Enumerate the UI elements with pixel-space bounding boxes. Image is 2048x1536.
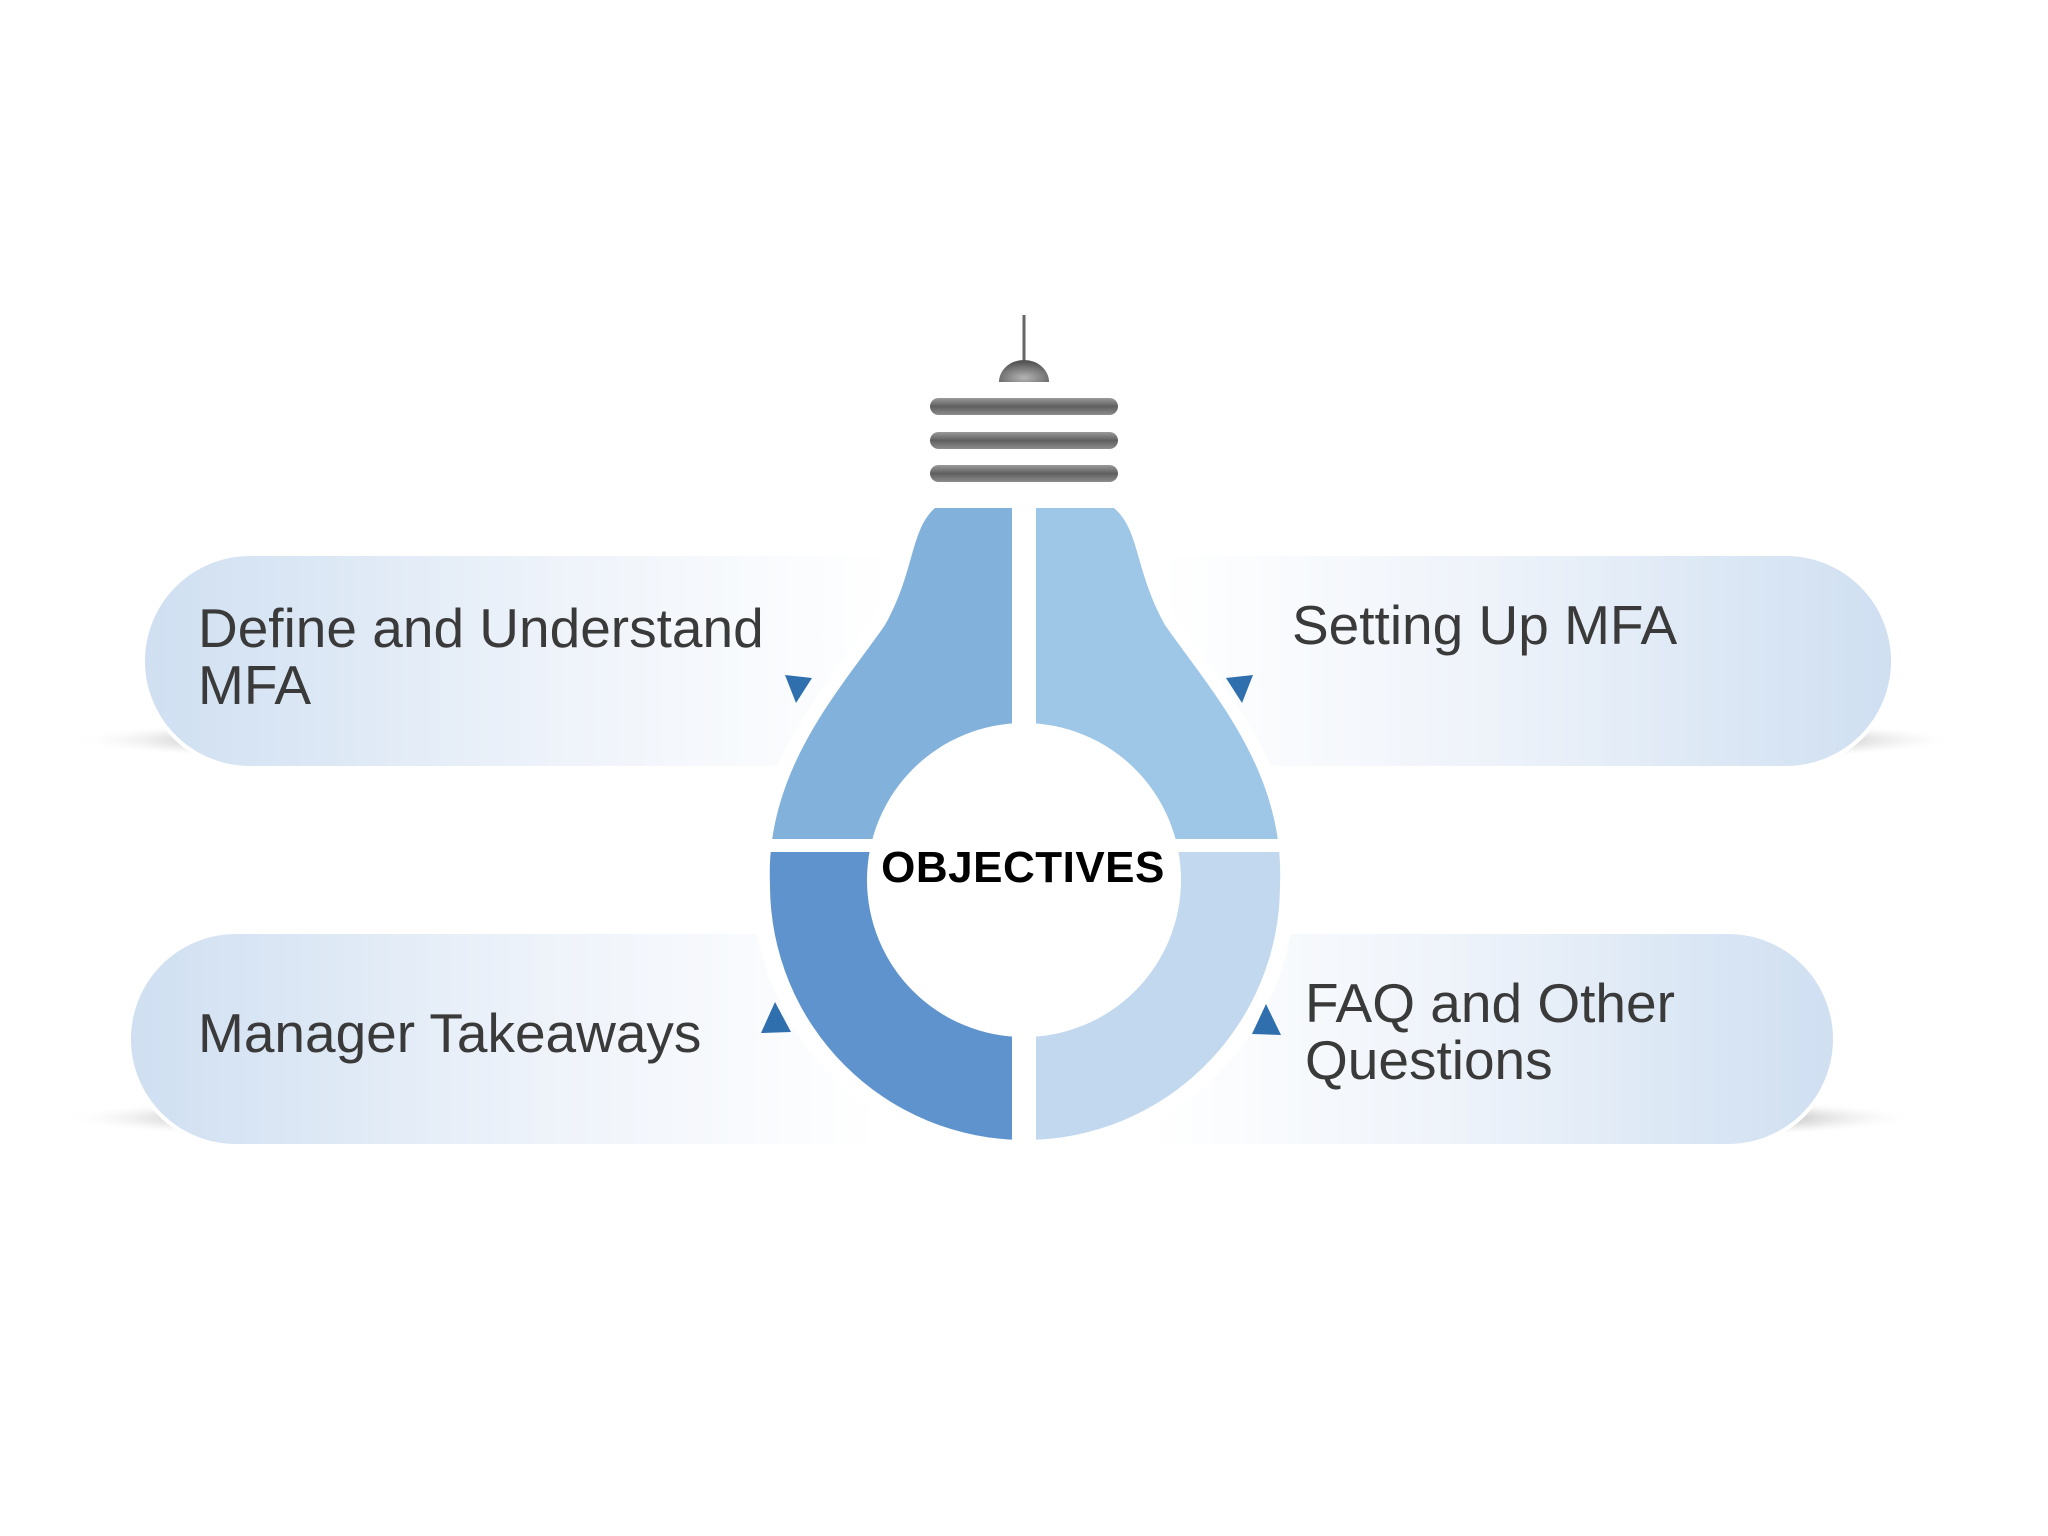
pointer-triangle-icon — [1226, 675, 1253, 703]
pointer-triangle-icon — [785, 675, 812, 703]
objective-setting-up-mfa: Setting Up MFA — [1292, 594, 1678, 656]
pill-setting-up-mfa — [1158, 552, 1895, 770]
center-label: OBJECTIVES — [881, 843, 1165, 892]
pill-define-mfa — [141, 552, 892, 770]
bulb-socket — [930, 315, 1118, 482]
objective-faq: FAQ and Other Questions — [1305, 972, 1675, 1091]
objective-manager-takeaways: Manager Takeaways — [198, 1002, 702, 1064]
pill-faq — [1148, 930, 1837, 1148]
pointer-triangle-icon — [761, 1002, 791, 1033]
objective-define-mfa: Define and Understand MFA — [198, 597, 764, 716]
pointer-triangle-icon — [1252, 1004, 1281, 1035]
pill-manager-takeaways — [127, 930, 882, 1148]
